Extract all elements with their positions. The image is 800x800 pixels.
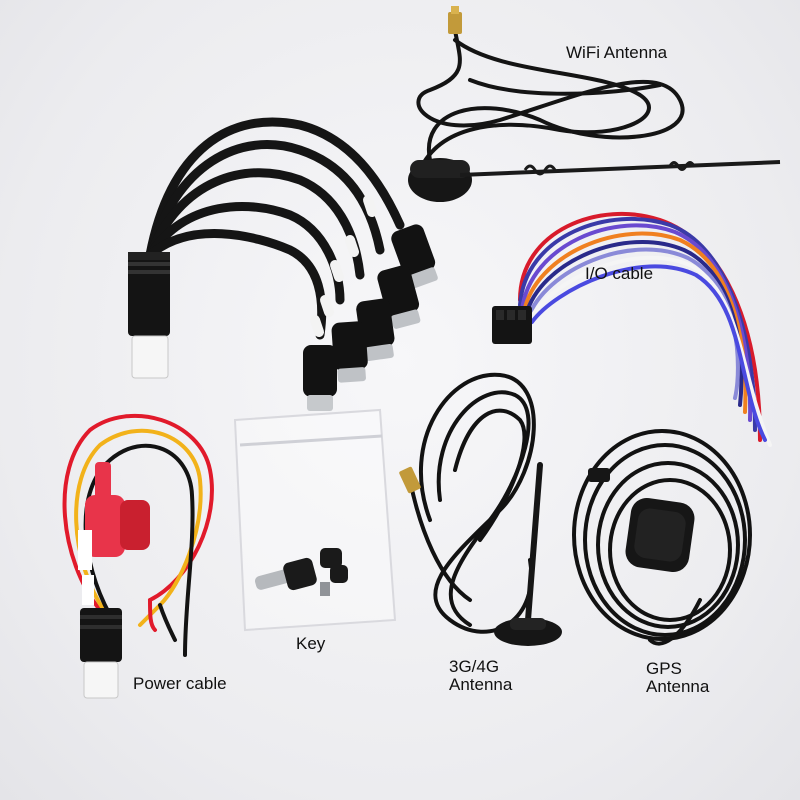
av-camera-harness [145,117,405,340]
gps-antenna-connector [588,468,610,482]
power-connector [80,608,122,699]
cellular-antenna-cable [408,372,536,634]
cellular-antenna-label-line1: 3G/4G [449,657,500,676]
io-cable-label: I/O cable [585,264,654,283]
wifi-antenna-base [408,158,472,202]
gps-antenna-puck [625,497,695,573]
fuse-holder [85,462,150,557]
wifi-antenna-label: WiFi Antenna [566,43,668,62]
harness-connector [128,252,170,379]
gps-antenna-label: GPS Antenna [646,660,709,696]
gps-antenna-cable [572,429,752,646]
keys [254,548,348,596]
aviation-plugs [303,224,438,411]
gps-antenna-label-line1: GPS [646,659,682,678]
cellular-antenna-whip [494,462,562,646]
cellular-antenna-label-line2: Antenna [449,675,513,694]
power-cable-labels [78,530,94,605]
power-cable-label: Power cable [133,674,227,693]
cellular-antenna-connector [399,466,421,494]
key-label: Key [296,634,326,653]
cellular-antenna-label: 3G/4G Antenna [449,658,512,694]
io-cable-wires [518,211,772,447]
wifi-antenna-whip [459,160,781,177]
key-bag [233,408,397,632]
gps-antenna-label-line2: Antenna [646,677,710,696]
wifi-antenna [416,28,685,172]
wifi-antenna-connector [448,6,462,34]
io-cable-connector [492,306,532,344]
